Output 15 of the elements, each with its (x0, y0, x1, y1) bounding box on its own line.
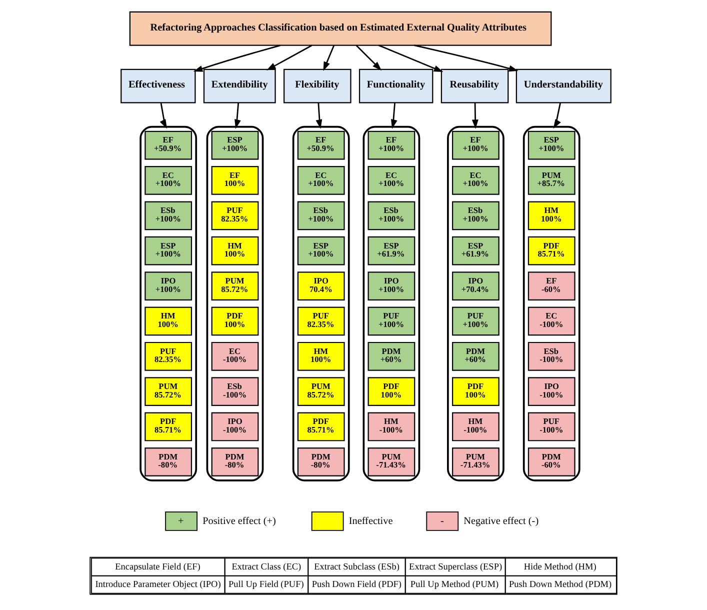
label: - (440, 516, 444, 527)
label: Extract Subclass (ESb) (314, 562, 400, 572)
label: Push Down Method (PDM) (509, 580, 612, 590)
label: Extract Class (EC) (232, 562, 302, 572)
label: Encapsulate Field (EF) (115, 562, 200, 572)
label: Introduce Parameter Object (IPO) (95, 580, 221, 590)
legend-label: Negative effect (-) (464, 516, 539, 527)
label: Pull Up Field (PUF) (228, 580, 304, 590)
label: Extract Superclass (ESP) (409, 562, 502, 572)
label: Hide Method (HM) (524, 562, 596, 572)
label: + (178, 516, 184, 527)
label: Push Down Field (PDF) (312, 580, 402, 590)
legend-label: Positive effect (+) (202, 516, 276, 527)
label: Pull Up Method (PUM) (410, 580, 499, 590)
legend-label: Ineffective (348, 516, 393, 527)
